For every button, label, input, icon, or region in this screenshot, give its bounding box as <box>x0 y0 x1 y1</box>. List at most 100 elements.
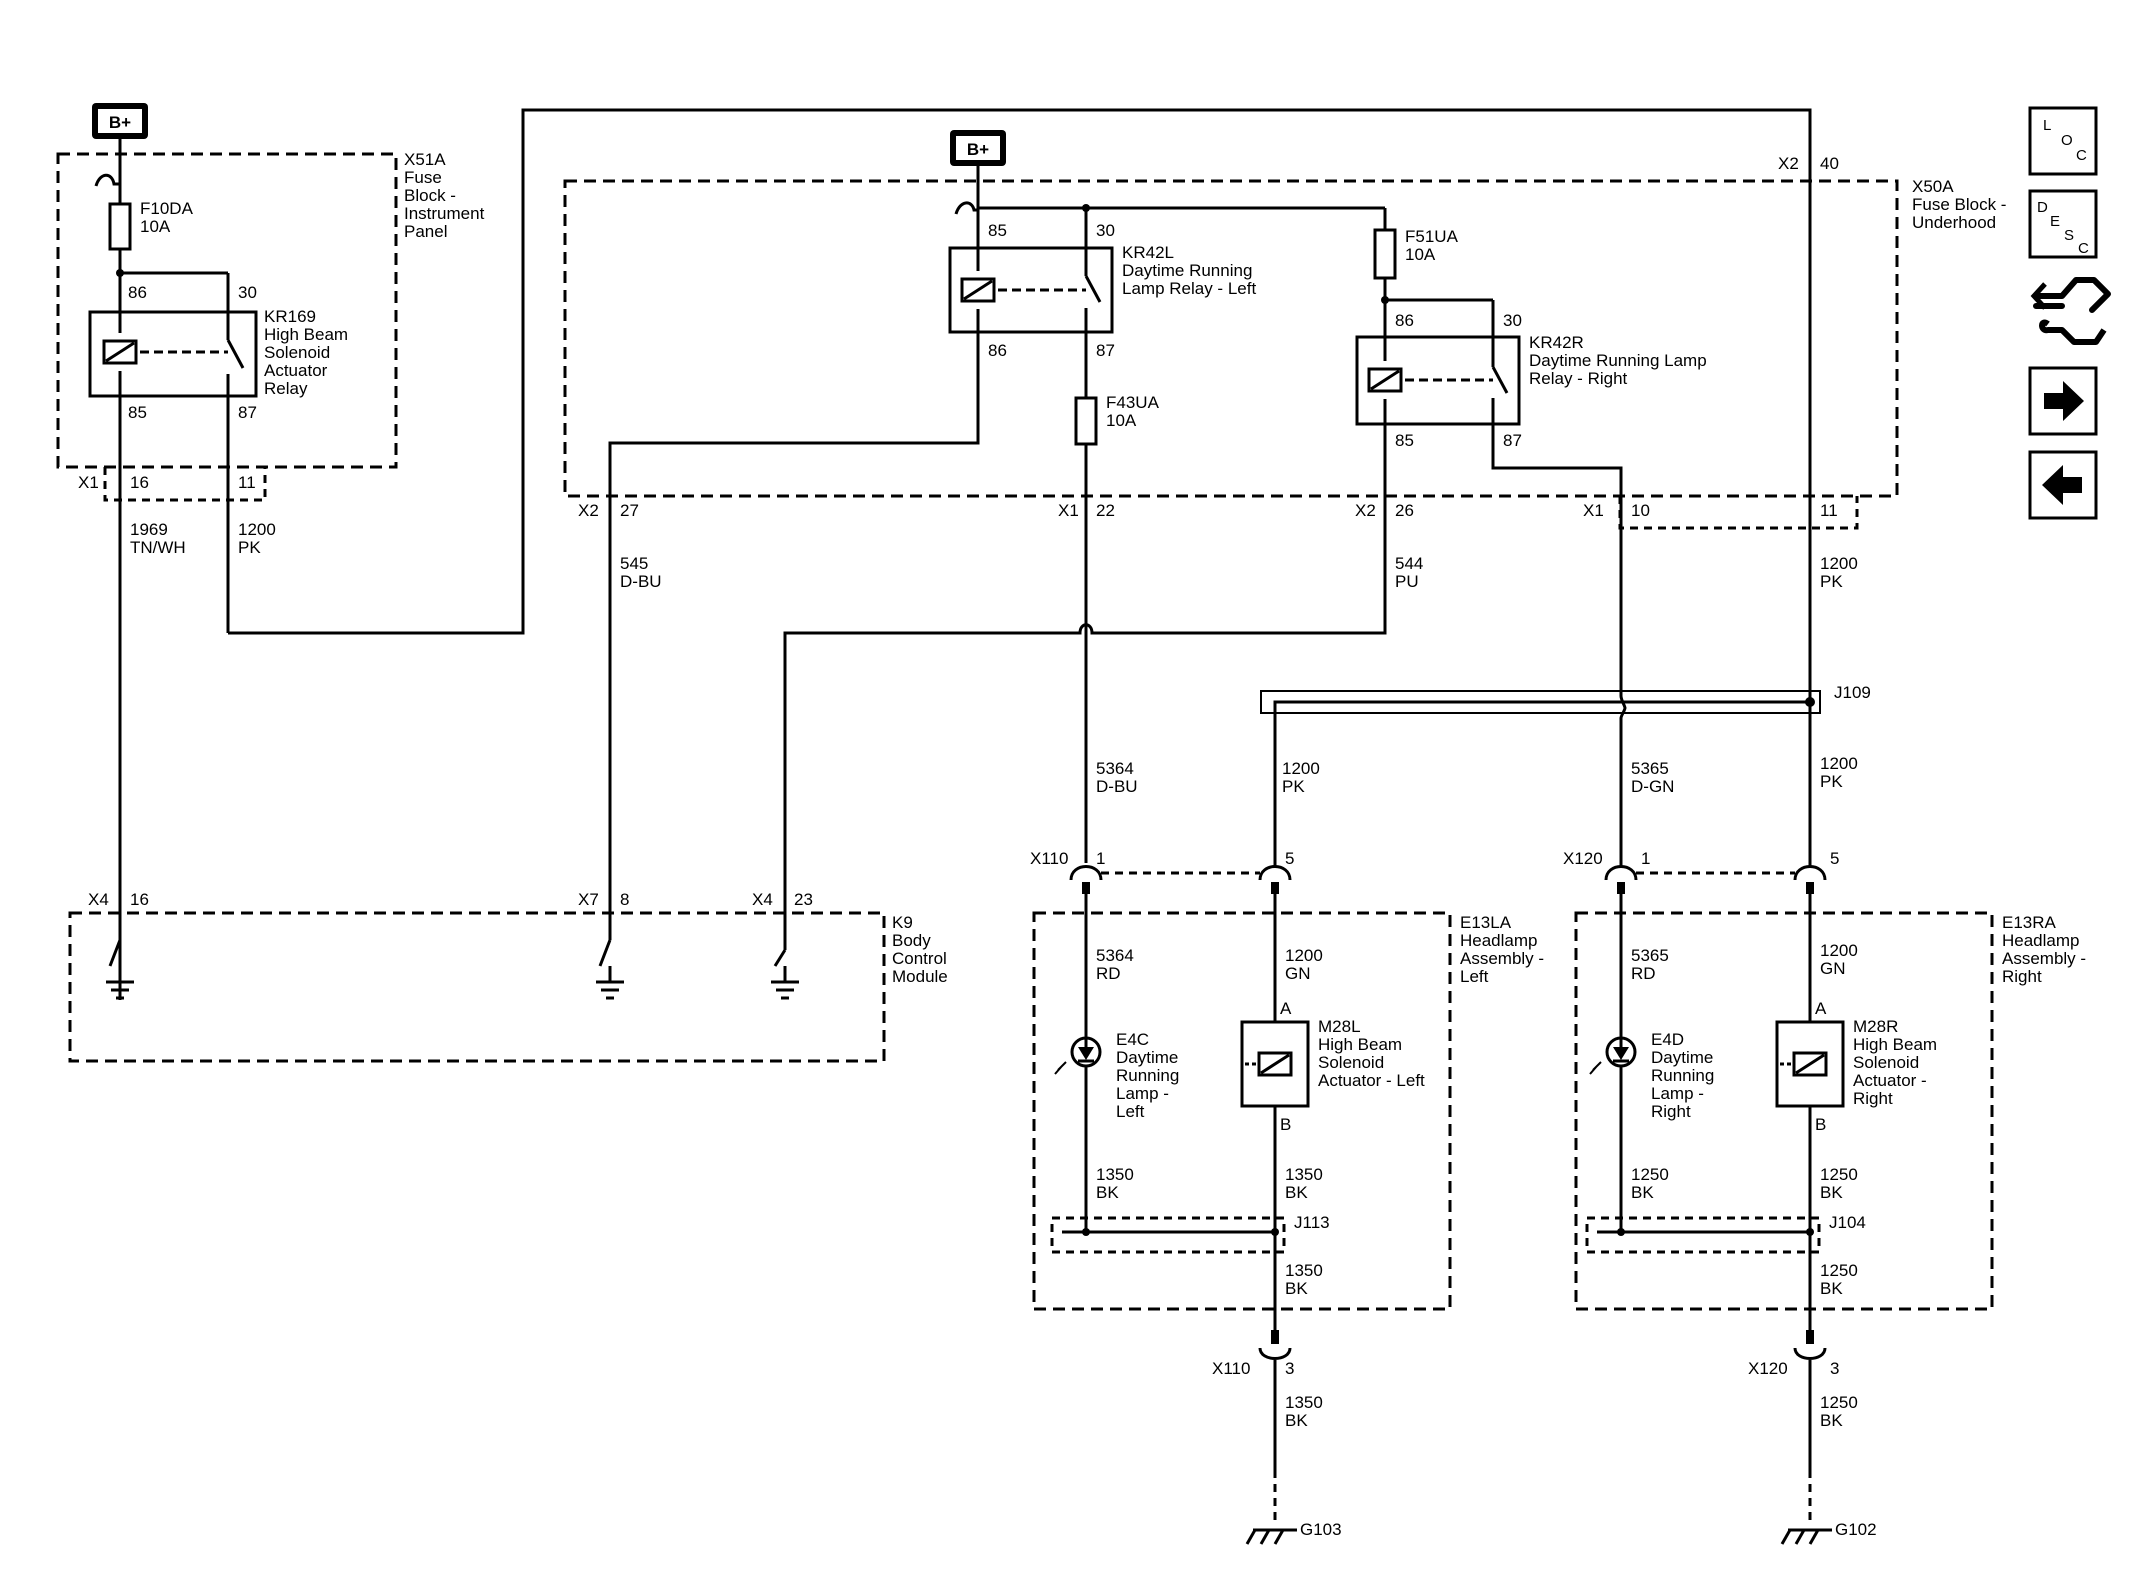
arrow-right-icon[interactable] <box>2028 366 2098 436</box>
svg-text:1: 1 <box>1641 849 1650 868</box>
svg-text:Running: Running <box>1651 1066 1714 1085</box>
wire-5364-label: 5364 D-BU <box>1096 759 1138 796</box>
svg-text:X1: X1 <box>1583 501 1604 520</box>
svg-text:1250: 1250 <box>1820 1393 1858 1412</box>
svg-text:High Beam: High Beam <box>1318 1035 1402 1054</box>
svg-text:1969: 1969 <box>130 520 168 539</box>
actuator-m28r-label: A B M28R High Beam Solenoid Actuator - R… <box>1815 999 1937 1134</box>
svg-text:RD: RD <box>1096 964 1121 983</box>
svg-text:High Beam: High Beam <box>264 325 348 344</box>
svg-text:3: 3 <box>1285 1359 1294 1378</box>
svg-text:30: 30 <box>1096 221 1115 240</box>
svg-text:8: 8 <box>620 890 629 909</box>
description-button[interactable]: D E S C <box>2028 189 2098 259</box>
svg-text:1250: 1250 <box>1820 1261 1858 1280</box>
connector-icon[interactable] <box>2030 277 2111 345</box>
svg-text:K9: K9 <box>892 913 913 932</box>
svg-text:X120: X120 <box>1748 1359 1788 1378</box>
svg-text:BK: BK <box>1820 1411 1843 1430</box>
svg-text:PK: PK <box>1282 777 1305 796</box>
svg-text:Solenoid: Solenoid <box>1853 1053 1919 1072</box>
ground-g103-label: G103 <box>1300 1520 1342 1539</box>
supply-label: B+ <box>967 140 989 159</box>
svg-text:86: 86 <box>988 341 1007 360</box>
svg-text:5364: 5364 <box>1096 946 1134 965</box>
svg-text:M28L: M28L <box>1318 1017 1361 1036</box>
svg-text:1350: 1350 <box>1096 1165 1134 1184</box>
wire-1200-gn-left-label: 1200 GN <box>1285 946 1323 983</box>
headlamp-right-circuit <box>1585 865 1845 1545</box>
lamp-e4c-label: E4C Daytime Running Lamp - Left <box>1116 1030 1179 1121</box>
svg-text:Control: Control <box>892 949 947 968</box>
svg-text:85: 85 <box>1395 431 1414 450</box>
svg-text:Block -: Block - <box>404 186 456 205</box>
svg-text:87: 87 <box>1096 341 1115 360</box>
wire-1969-label: 1969 TN/WH <box>130 520 186 557</box>
ground-g102-label: G102 <box>1835 1520 1877 1539</box>
supply-label: B+ <box>109 113 131 132</box>
svg-text:E4C: E4C <box>1116 1030 1149 1049</box>
svg-text:D-GN: D-GN <box>1631 777 1674 796</box>
svg-text:Instrument: Instrument <box>404 204 485 223</box>
fuse-f10da-label: F10DA 10A <box>140 199 194 236</box>
svg-text:RD: RD <box>1631 964 1656 983</box>
svg-text:1200: 1200 <box>238 520 276 539</box>
svg-text:TN/WH: TN/WH <box>130 538 186 557</box>
svg-text:86: 86 <box>128 283 147 302</box>
svg-text:85: 85 <box>988 221 1007 240</box>
relay-kr42r-label: KR42R Daytime Running Lamp Relay - Right <box>1529 333 1707 388</box>
relay-kr42r-pins: 86 30 85 87 <box>1395 311 1522 450</box>
fuse-f43ua-label: F43UA 10A <box>1106 393 1160 430</box>
wire-1250-right-labels: 1250 BK 1250 BK 1250 BK 1250 BK <box>1631 1165 1858 1430</box>
svg-text:1350: 1350 <box>1285 1165 1323 1184</box>
svg-text:PK: PK <box>1820 772 1843 791</box>
wire-5365-label: 5365 D-GN <box>1631 759 1674 796</box>
battery-supply-left: B+ <box>92 103 148 139</box>
splice-j109: J109 <box>1260 683 1871 868</box>
svg-text:Fuse: Fuse <box>404 168 442 187</box>
x51a-circuit <box>88 139 258 1000</box>
svg-text:11: 11 <box>238 473 256 492</box>
svg-text:D: D <box>2037 199 2048 216</box>
svg-text:M28R: M28R <box>1853 1017 1898 1036</box>
e13ra-label: E13RA Headlamp Assembly - Right <box>2002 913 2086 986</box>
location-button[interactable]: L O C <box>2028 106 2098 176</box>
svg-text:87: 87 <box>1503 431 1522 450</box>
svg-text:10A: 10A <box>1405 245 1436 264</box>
svg-text:Assembly -: Assembly - <box>2002 949 2086 968</box>
svg-text:544: 544 <box>1395 554 1423 573</box>
svg-text:C: C <box>2078 240 2089 257</box>
svg-text:5: 5 <box>1285 849 1294 868</box>
svg-text:Underhood: Underhood <box>1912 213 1996 232</box>
k9-x4-23-label: X4 23 <box>752 890 813 909</box>
k9-inputs <box>104 875 801 1000</box>
svg-text:BK: BK <box>1285 1183 1308 1202</box>
svg-text:A: A <box>1815 999 1827 1018</box>
arrow-left-icon[interactable] <box>2028 450 2098 520</box>
svg-text:X2: X2 <box>1355 501 1376 520</box>
x50a-label: X50A Fuse Block - Underhood <box>1912 177 2006 232</box>
svg-text:F10DA: F10DA <box>140 199 194 218</box>
x50a-x1-10-11-label: X1 10 11 <box>1583 501 1838 520</box>
svg-text:A: A <box>1280 999 1292 1018</box>
svg-text:11: 11 <box>1820 501 1838 520</box>
svg-text:F51UA: F51UA <box>1405 227 1459 246</box>
svg-text:22: 22 <box>1096 501 1115 520</box>
svg-text:PU: PU <box>1395 572 1419 591</box>
svg-text:10: 10 <box>1631 501 1650 520</box>
x110-connector-label: X110 1 5 X110 3 <box>1030 849 1294 1378</box>
svg-text:KR42L: KR42L <box>1122 243 1174 262</box>
x50a-x2-26-label: X2 26 <box>1355 501 1414 520</box>
svg-text:KR169: KR169 <box>264 307 316 326</box>
svg-text:Left: Left <box>1116 1102 1145 1121</box>
wire-1350-left-labels: 1350 BK 1350 BK 1350 BK 1350 BK <box>1096 1165 1323 1430</box>
svg-text:Daytime: Daytime <box>1651 1048 1713 1067</box>
svg-text:1200: 1200 <box>1820 941 1858 960</box>
svg-text:Left: Left <box>1460 967 1489 986</box>
svg-text:X110: X110 <box>1030 849 1068 868</box>
x120-connector-label: X120 1 5 X120 3 <box>1563 849 1839 1378</box>
svg-text:BK: BK <box>1096 1183 1119 1202</box>
relay-kr169-pins: 86 30 85 87 <box>128 283 257 422</box>
svg-text:16: 16 <box>130 890 149 909</box>
